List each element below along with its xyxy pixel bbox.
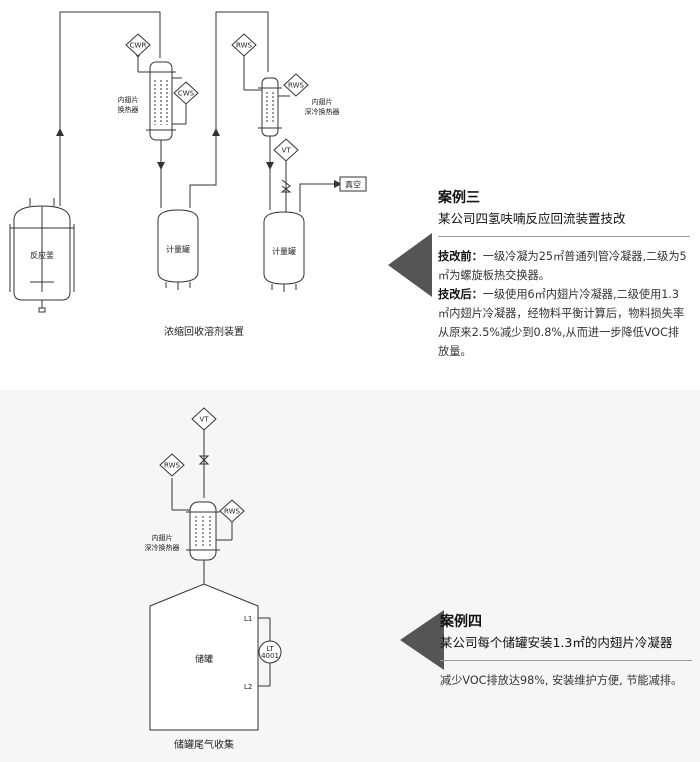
hx2-label-1: 内翅片 — [312, 97, 333, 106]
vacuum-box — [339, 176, 367, 192]
case4-section: VT RWS RWS 内翅片 深冷换热器 储罐 L1 L2 LT 4001 储罐… — [0, 390, 700, 762]
rws-side-tag: RWS — [288, 82, 305, 90]
case3-pointer — [388, 233, 432, 297]
case3-after-label: 技改后： — [438, 288, 483, 301]
case3-subtitle: 某公司四氢呋喃反应回流装置技改 — [438, 211, 626, 226]
tank-left-label: 计量罐 — [166, 244, 190, 254]
lt-circle — [258, 640, 282, 664]
cwr-diamond — [125, 33, 151, 57]
case3-before-label: 技改前： — [438, 250, 483, 263]
case4-subtitle: 某公司每个储罐安装1.3㎡的内翅片冷凝器 — [440, 635, 673, 650]
case3-diagram: 反应釜 计量罐 计量罐 内翅片 换热器 内翅片 深冷换热器 CWR CWS RW… — [9, 11, 432, 338]
hx2-label-2: 深冷换热器 — [305, 107, 340, 116]
case4-title: 案例四 — [440, 614, 482, 630]
case4-text-panel: 案例四 某公司每个储罐安装1.3㎡的内翅片冷凝器 减少VOC排放达98%, 安装… — [440, 612, 692, 690]
case3-title: 案例三 — [438, 190, 480, 206]
case3-text-panel: 案例三 某公司四氢呋喃反应回流装置技改 技改前：一级冷凝为25㎡普通列管冷凝器,… — [438, 188, 690, 361]
hx1-condenser — [146, 61, 182, 141]
vt-tag: VT — [281, 147, 291, 155]
case4-hx-label-1: 内翅片 — [152, 533, 173, 542]
case4-text: 减少VOC排放达98%, 安装维护方便, 节能减排。 — [440, 674, 683, 687]
vapor-line-1 — [59, 11, 161, 206]
case3-caption: 浓缩回收溶剂装置 — [164, 325, 244, 338]
case3-after: 技改后：一级使用6㎡内翅片冷凝器,二级使用1.3㎡内翅片冷凝器，经物料平衡计算后… — [438, 285, 690, 361]
case4-rws-top-diamond — [159, 453, 185, 477]
case4-rws-side-tag: RWS — [224, 508, 241, 516]
vacuum-label: 真空 — [345, 180, 361, 190]
rws-diamond-side — [283, 73, 309, 97]
vent-valve — [198, 455, 210, 465]
lt-tag-2: 4001 — [261, 652, 279, 660]
case4-hx-label-2: 深冷换热器 — [145, 543, 180, 552]
l1-tag: L1 — [244, 615, 252, 623]
vapor-line-2 — [189, 11, 269, 208]
lt-tag-1: LT — [266, 645, 274, 653]
case3-divider — [438, 236, 690, 237]
storage-tank — [149, 583, 259, 731]
case4-rws-top-tag: RWS — [164, 462, 181, 470]
cws-tag: CWS — [178, 90, 195, 98]
case3-before: 技改前：一级冷凝为25㎡普通列管冷凝器,二级为5㎡为螺旋板热交换器。 — [438, 247, 690, 285]
case4-divider — [440, 660, 692, 661]
case3-after-text: 一级使用6㎡内翅片冷凝器,二级使用1.3㎡内翅片冷凝器，经物料平衡计算后，物料损… — [438, 288, 685, 358]
case4-pointer — [400, 610, 444, 670]
case4-vt-tag: VT — [199, 416, 209, 424]
flow-arrows — [56, 52, 342, 188]
case3-section: 反应釜 计量罐 计量罐 内翅片 换热器 内翅片 深冷换热器 CWR CWS RW… — [9, 11, 690, 361]
vt-diamond — [273, 138, 299, 162]
case4-tank-label: 储罐 — [195, 653, 213, 665]
cwr-tag: CWR — [130, 42, 147, 50]
reactor-label: 反应釜 — [30, 250, 54, 260]
reactor-vessel — [9, 198, 75, 313]
metering-tank-right — [263, 211, 305, 292]
metering-tank-left — [157, 209, 199, 290]
hx2-deep-condenser — [258, 77, 290, 137]
tank-right-label: 计量罐 — [272, 246, 296, 256]
case3-before-text: 一级冷凝为25㎡普通列管冷凝器,二级为5㎡为螺旋板热交换器。 — [438, 250, 687, 282]
l2-tag: L2 — [244, 683, 252, 691]
case4-caption: 储罐尾气收集 — [174, 738, 234, 751]
hx1-label-1: 内翅片 — [118, 95, 139, 104]
case4-hx — [186, 501, 232, 561]
hx1-label-2: 换热器 — [118, 105, 139, 114]
cws-diamond — [173, 81, 199, 105]
case4-vt-diamond — [191, 407, 217, 431]
vacuum-line — [299, 183, 340, 212]
rws-top-tag: RWS — [236, 42, 253, 50]
case4-diagram: VT RWS RWS 内翅片 深冷换热器 储罐 L1 L2 LT 4001 储罐… — [145, 407, 444, 751]
rws-diamond-top — [231, 33, 257, 57]
case4-rws-side-diamond — [219, 499, 245, 523]
